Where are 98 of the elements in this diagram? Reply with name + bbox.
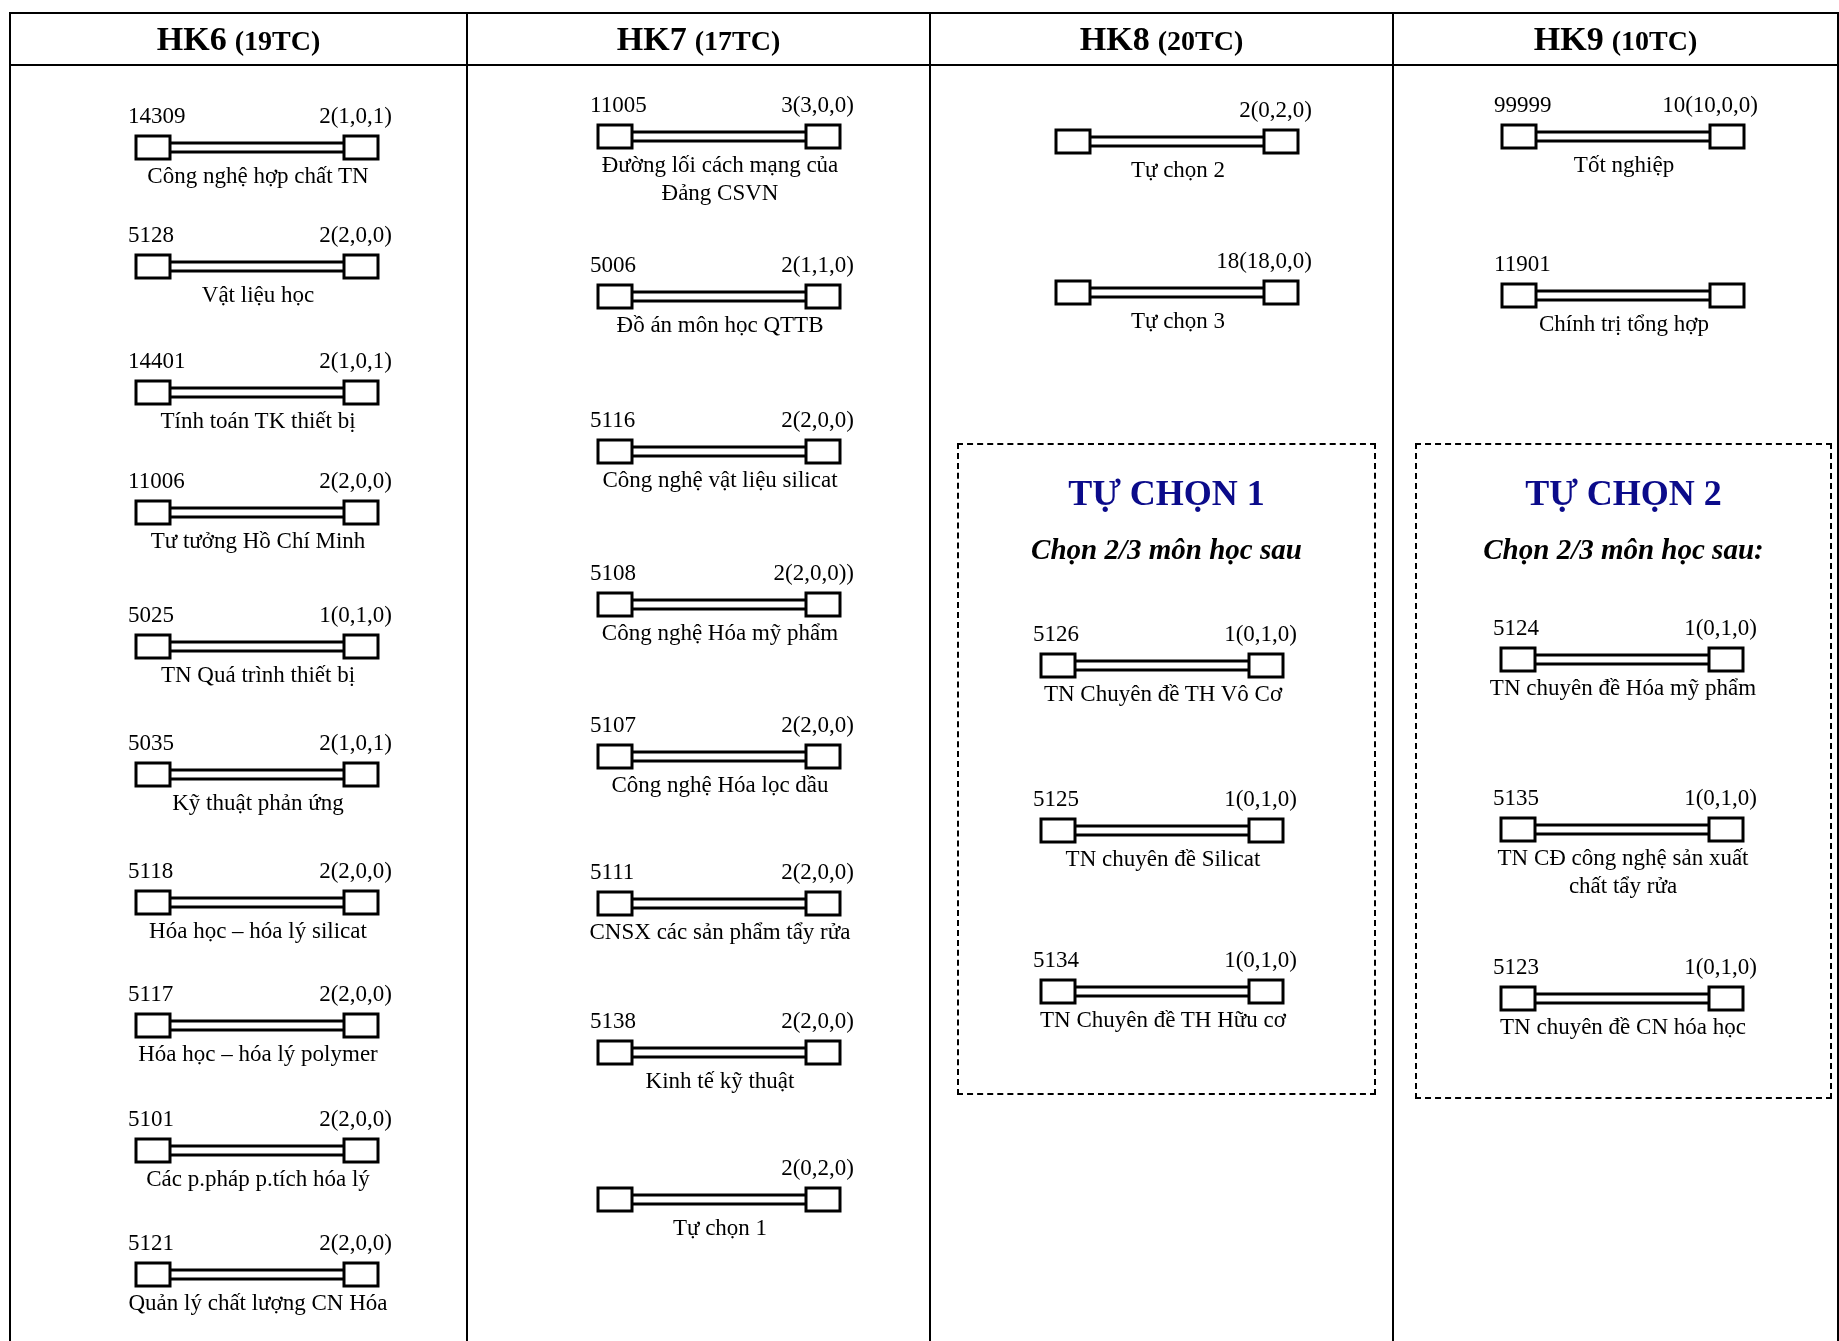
course-code: 5116	[590, 406, 636, 434]
course-name: TN Chuyên đề TH Vô Cơ	[1042, 680, 1284, 708]
credit-count: 2(2,0,0)	[781, 858, 854, 886]
course-code: 14309	[128, 102, 186, 130]
credit-count: 1(0,1,0)	[319, 601, 392, 629]
course-code: 5101	[128, 1105, 174, 1133]
course-code: 5123	[1493, 953, 1539, 981]
credit-count: 2(2,0,0)	[319, 857, 392, 885]
credit-count: 2(2,0,0)	[781, 1007, 854, 1035]
course-code: 5108	[590, 559, 636, 587]
credit-count: 2(2,0,0))	[773, 559, 854, 587]
course-name: TN Quá trình thiết bị	[159, 661, 357, 689]
elective-group-box	[957, 443, 1376, 1095]
course-name: Vật liệu học	[200, 281, 316, 309]
credit-total: (10TC)	[1611, 25, 1698, 56]
course-code: 5118	[128, 857, 174, 885]
credit-count: 2(1,0,1)	[319, 729, 392, 757]
course-code: 5124	[1493, 614, 1539, 642]
course-name: Hóa học – hóa lý polymer	[137, 1040, 379, 1068]
credit-count: 10(10,0,0)	[1662, 91, 1758, 119]
course-name: Tự chọn 3	[1129, 307, 1227, 335]
course-name: TN chuyên đề CN hóa học	[1499, 1013, 1747, 1041]
course-code: 5107	[590, 711, 636, 739]
course-name: Tư tưởng Hồ Chí Minh	[149, 527, 367, 555]
course-name: Tự chọn 1	[671, 1214, 769, 1242]
credit-count: 2(2,0,0)	[319, 1229, 392, 1257]
course-name: Công nghệ vật liệu silicat	[601, 466, 839, 494]
credit-count: 2(1,0,1)	[319, 102, 392, 130]
semester-column	[9, 12, 466, 1341]
credit-total: (17TC)	[694, 25, 781, 56]
credit-count: 2(0,2,0)	[1239, 96, 1312, 124]
credit-count: 1(0,1,0)	[1684, 953, 1757, 981]
course-code: 5125	[1033, 785, 1079, 813]
course-code: 5117	[128, 980, 174, 1008]
credit-count: 2(2,0,0)	[781, 406, 854, 434]
credit-count: 1(0,1,0)	[1224, 946, 1297, 974]
course-name: Đường lối cách mạng của Đảng CSVN	[600, 151, 840, 207]
group-instruction: Chọn 2/3 môn học sau	[1030, 532, 1303, 567]
course-name: Đồ án môn học QTTB	[615, 311, 825, 339]
course-code: 5128	[128, 221, 174, 249]
course-code: 11005	[590, 91, 647, 119]
credit-count: 2(0,2,0)	[781, 1154, 854, 1182]
course-name: Hóa học – hóa lý silicat	[148, 917, 368, 945]
credit-count: 1(0,1,0)	[1224, 620, 1297, 648]
course-name: Quản lý chất lượng CN Hóa	[127, 1289, 389, 1317]
course-code: 5126	[1033, 620, 1079, 648]
group-title: TỰ CHỌN 2	[1524, 472, 1723, 515]
course-code: 5121	[128, 1229, 174, 1257]
credit-total: (19TC)	[234, 25, 321, 56]
semester-column	[1392, 12, 1839, 1341]
course-code: 5006	[590, 251, 636, 279]
course-name: Công nghệ Hóa lọc dầu	[610, 771, 830, 799]
group-instruction: Chọn 2/3 môn học sau:	[1482, 532, 1765, 567]
semester-heading: HK7	[616, 20, 687, 57]
course-code: 11006	[128, 467, 185, 495]
course-name: Chính trị tổng hợp	[1538, 310, 1710, 338]
credit-count: 2(2,0,0)	[319, 980, 392, 1008]
course-name: Kinh tế kỹ thuật	[644, 1067, 796, 1095]
credit-count: 2(1,1,0)	[781, 251, 854, 279]
course-code: 14401	[128, 347, 186, 375]
credit-count: 2(2,0,0)	[319, 221, 392, 249]
course-name: TN Chuyên đề TH Hữu cơ	[1039, 1006, 1287, 1034]
course-code: 5134	[1033, 946, 1079, 974]
credit-count: 2(2,0,0)	[781, 711, 854, 739]
course-name: Kỹ thuật phản ứng	[171, 789, 345, 817]
semester-column	[929, 12, 1392, 1341]
credit-count: 1(0,1,0)	[1684, 614, 1757, 642]
course-name: Công nghệ Hóa mỹ phẩm	[600, 619, 840, 647]
course-code: 5138	[590, 1007, 636, 1035]
credit-count: 18(18,0,0)	[1216, 247, 1312, 275]
elective-group-box	[1415, 443, 1832, 1099]
course-name: Các p.pháp p.tích hóa lý	[145, 1165, 371, 1193]
semester-column	[466, 12, 929, 1341]
course-name: TN CĐ công nghệ sản xuất chất tẩy rửa	[1496, 844, 1750, 900]
course-name: Công nghệ hợp chất TN	[146, 162, 370, 190]
group-title: TỰ CHỌN 1	[1067, 472, 1266, 515]
semester-heading: HK8	[1079, 20, 1150, 57]
credit-count: 2(2,0,0)	[319, 467, 392, 495]
course-name: Tốt nghiệp	[1572, 151, 1676, 179]
course-code: 5111	[590, 858, 635, 886]
course-name: CNSX các sản phẩm tẩy rửa	[588, 918, 852, 946]
credit-count: 1(0,1,0)	[1684, 784, 1757, 812]
course-code: 99999	[1494, 91, 1552, 119]
course-code: 5025	[128, 601, 174, 629]
course-code: 5035	[128, 729, 174, 757]
course-name: Tự chọn 2	[1129, 156, 1227, 184]
course-name: TN chuyên đề Hóa mỹ phẩm	[1488, 674, 1758, 702]
course-code: 5135	[1493, 784, 1539, 812]
credit-count: 3(3,0,0)	[781, 91, 854, 119]
credit-count: 2(2,0,0)	[319, 1105, 392, 1133]
course-name: TN chuyên đề Silicat	[1064, 845, 1262, 873]
credit-count: 2(1,0,1)	[319, 347, 392, 375]
semester-heading: HK9	[1533, 20, 1604, 57]
semester-heading: HK6	[156, 20, 227, 57]
course-code: 11901	[1494, 250, 1551, 278]
credit-count: 1(0,1,0)	[1224, 785, 1297, 813]
credit-total: (20TC)	[1157, 25, 1244, 56]
course-name: Tính toán TK thiết bị	[159, 407, 357, 435]
